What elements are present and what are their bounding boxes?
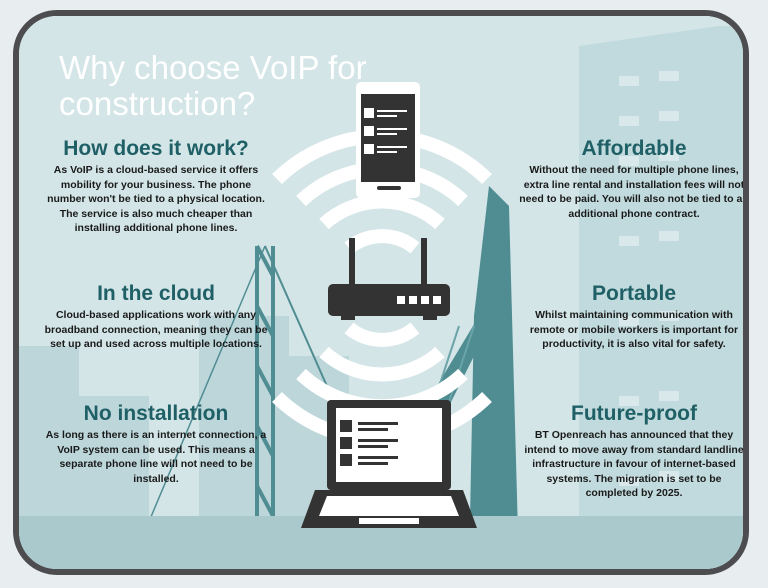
section-heading: No installation xyxy=(83,402,229,425)
section-how-does-it-work: How does it work? As VoIP is a cloud-bas… xyxy=(41,137,271,236)
section-affordable: Affordable Without the need for multiple… xyxy=(519,137,749,221)
page-title: Why choose VoIP for construction? xyxy=(59,49,367,122)
section-text: As long as there is an internet connecti… xyxy=(45,429,267,485)
section-future-proof: Future-proof BT Openreach has announced … xyxy=(519,402,744,501)
section-text: BT Openreach has announced that they int… xyxy=(524,429,744,499)
section-text: Cloud-based applications work with any b… xyxy=(44,309,268,350)
construction-background xyxy=(19,16,743,569)
section-text: Whilst maintaining communication with re… xyxy=(529,309,739,350)
section-text: As VoIP is a cloud-based service it offe… xyxy=(47,164,265,234)
section-heading: Affordable xyxy=(581,137,687,160)
section-in-the-cloud: In the cloud Cloud-based applications wo… xyxy=(41,282,271,352)
section-no-installation: No installation As long as there is an i… xyxy=(41,402,271,486)
section-text: Without the need for multiple phone line… xyxy=(519,164,749,220)
section-heading: Future-proof xyxy=(571,402,697,425)
section-heading: Portable xyxy=(591,282,677,305)
infographic-frame: Why choose VoIP for construction? How do… xyxy=(13,10,749,575)
smartphone-icon xyxy=(356,82,420,198)
laptop-icon xyxy=(301,400,477,528)
router-icon xyxy=(328,238,450,320)
section-portable: Portable Whilst maintaining communicatio… xyxy=(519,282,743,352)
section-heading: How does it work? xyxy=(63,137,249,160)
section-heading: In the cloud xyxy=(97,282,215,305)
